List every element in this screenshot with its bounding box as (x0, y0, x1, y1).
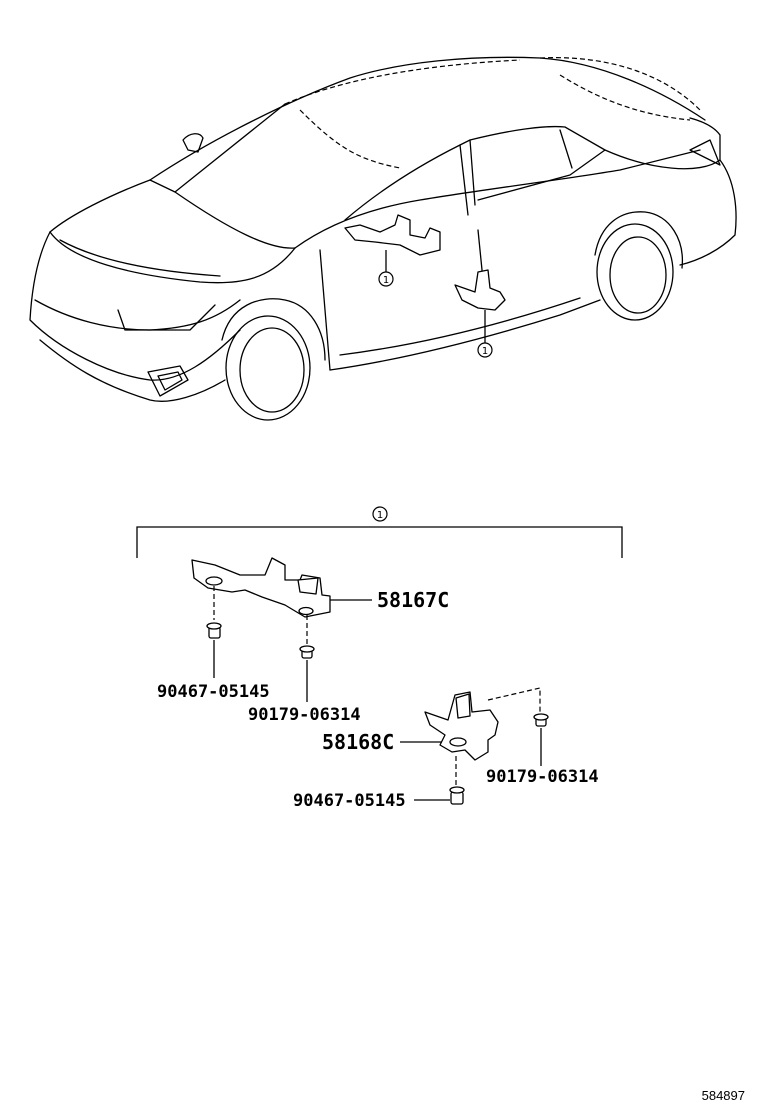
callout-ref-1: 1 (383, 275, 389, 286)
part-label-clip-b1: 90179-06314 (248, 705, 361, 725)
car-bracket-front: 1 (344, 214, 441, 287)
callout-circle (378, 271, 394, 287)
part-label-58168c: 58168C (322, 730, 394, 754)
clip-90179-06314-right: 90179-06314 (486, 713, 599, 787)
callout-ref-2: 1 (482, 346, 488, 357)
clip-90179-06314-center: 90179-06314 (248, 645, 361, 725)
car-illustration (29, 56, 737, 421)
assembly-group: 1 (136, 506, 623, 558)
figure-number: 584897 (702, 1088, 745, 1103)
part-label-clip-a2: 90467-05145 (293, 791, 406, 811)
clip-90467-05145-left: 90467-05145 (157, 622, 270, 702)
part-label-clip-b2: 90179-06314 (486, 767, 599, 787)
part-label-clip-a1: 90467-05145 (157, 682, 270, 702)
callout-circle (477, 342, 493, 358)
part-label-58167c: 58167C (377, 588, 449, 612)
bracket-58167c: 58167C (191, 557, 449, 645)
clip-90467-05145-bottom: 90467-05145 (293, 786, 465, 811)
car-bracket-rear: 1 (454, 269, 506, 358)
callout-circle (372, 506, 388, 522)
group-bracket (136, 526, 623, 558)
bracket-58168c: 58168C (322, 687, 541, 785)
assembly-callout-ref: 1 (377, 510, 383, 521)
